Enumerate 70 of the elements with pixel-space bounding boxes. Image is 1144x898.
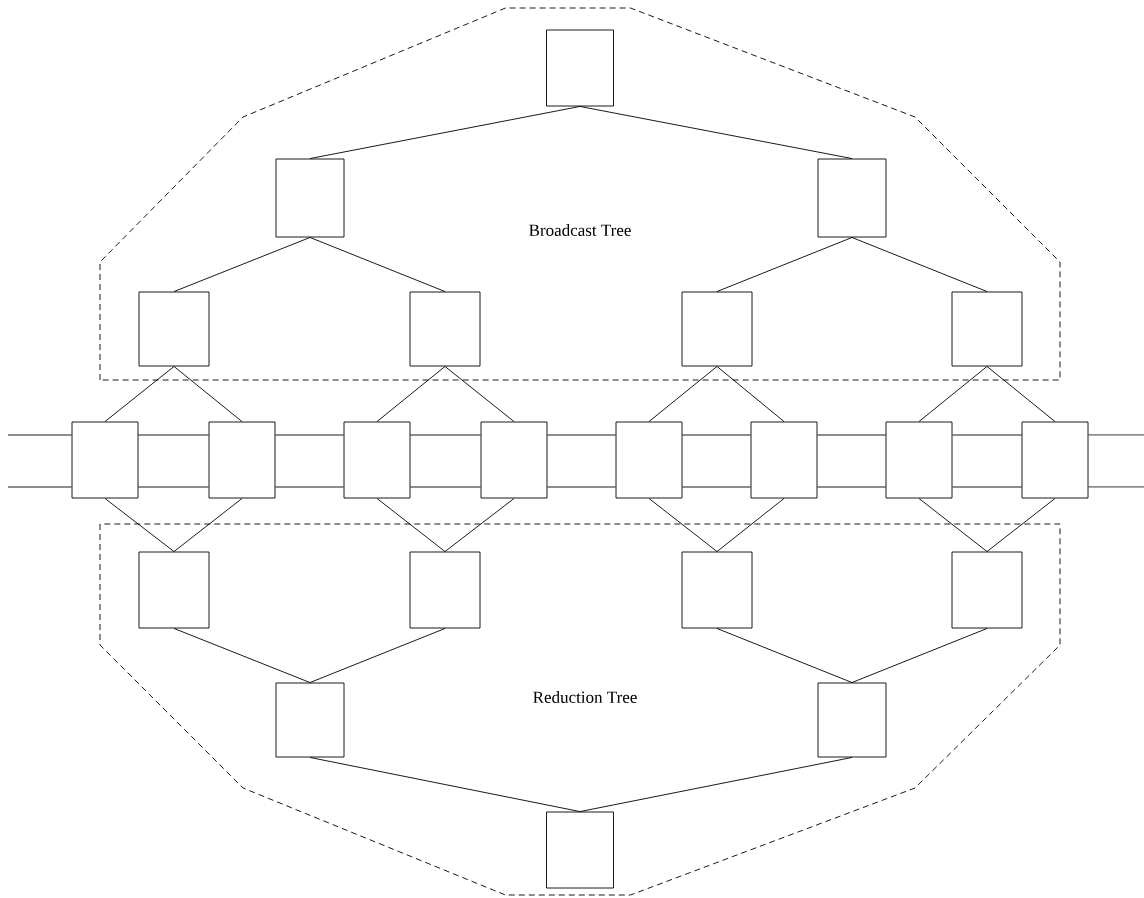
- node-box: [817, 682, 887, 758]
- rail-line: [682, 434, 751, 436]
- connector-line: [579, 757, 853, 812]
- connector-line: [579, 106, 853, 159]
- node-box: [138, 551, 210, 629]
- node-box: [546, 29, 614, 107]
- dashed-region: Broadcast Tree: [99, 7, 1061, 381]
- rail-line: [547, 434, 616, 436]
- rail-line: [138, 486, 209, 488]
- node-box: [951, 291, 1023, 367]
- node-box: [275, 158, 345, 238]
- connector-line: [104, 498, 175, 552]
- connector-line: [851, 628, 988, 683]
- connector-line: [309, 237, 446, 292]
- connector-line: [309, 757, 581, 812]
- node-box: [208, 421, 276, 499]
- rail-line: [275, 434, 344, 436]
- rail-line: [7, 434, 72, 436]
- node-box: [480, 421, 548, 499]
- node-box: [343, 421, 411, 499]
- rail-line: [1088, 486, 1144, 488]
- connector-line: [173, 237, 311, 292]
- node-box: [681, 551, 753, 629]
- connector-line: [918, 366, 988, 422]
- node-box: [409, 551, 481, 629]
- node-box: [615, 421, 683, 499]
- node-box: [409, 291, 481, 367]
- node-box: [275, 682, 345, 758]
- connector-line: [376, 498, 446, 552]
- rail-line: [817, 486, 886, 488]
- connector-line: [851, 237, 988, 292]
- rail-line: [817, 434, 886, 436]
- node-box: [1021, 421, 1089, 499]
- node-box: [681, 291, 753, 367]
- connector-line: [648, 498, 718, 552]
- rail-line: [275, 486, 344, 488]
- rail-line: [952, 486, 1022, 488]
- rail-line: [7, 486, 72, 488]
- connector-line: [986, 366, 1056, 422]
- rail-line: [952, 434, 1022, 436]
- rail-line: [138, 434, 209, 436]
- connector-line: [648, 366, 718, 422]
- node-box: [817, 158, 887, 238]
- dashed-region: Reduction Tree: [99, 523, 1061, 896]
- connector-line: [173, 366, 243, 422]
- connector-line: [716, 237, 853, 292]
- rail-line: [547, 486, 616, 488]
- connector-line: [444, 366, 515, 422]
- rail-line: [1088, 434, 1144, 436]
- connector-line: [376, 366, 446, 422]
- rail-line: [410, 486, 481, 488]
- connector-line: [986, 498, 1056, 552]
- connector-line: [309, 106, 581, 159]
- connector-line: [918, 498, 988, 552]
- node-box: [71, 421, 139, 499]
- connector-line: [104, 366, 175, 422]
- rail-line: [410, 434, 481, 436]
- node-box: [546, 811, 614, 889]
- node-box: [750, 421, 818, 499]
- node-box: [885, 421, 953, 499]
- connector-line: [716, 498, 785, 552]
- connector-line: [716, 366, 785, 422]
- connector-line: [173, 628, 311, 683]
- rail-line: [682, 486, 751, 488]
- connector-line: [716, 628, 853, 683]
- node-box: [138, 291, 210, 367]
- connector-line: [309, 628, 446, 683]
- connector-line: [173, 498, 243, 552]
- connector-line: [444, 498, 515, 552]
- node-box: [951, 551, 1023, 629]
